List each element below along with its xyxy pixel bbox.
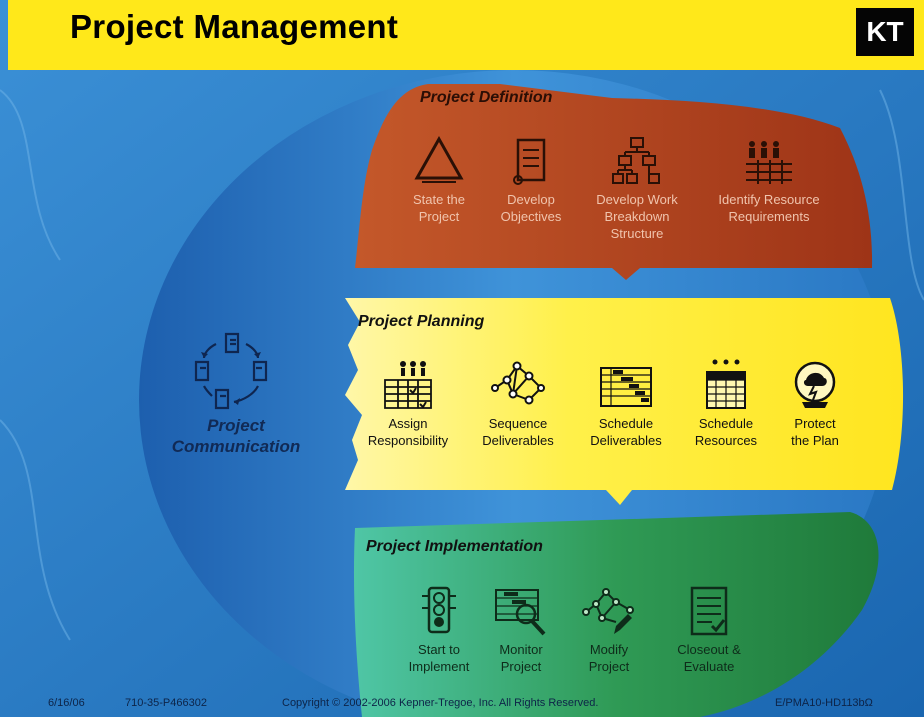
step-label: Modify Project bbox=[588, 642, 630, 674]
planning-title: Project Planning bbox=[358, 313, 485, 330]
step-label: Start to Implement bbox=[408, 642, 470, 674]
step-label: Protect the Plan bbox=[791, 416, 839, 448]
step-work-breakdown: Develop Work Breakdown Structure bbox=[578, 134, 696, 242]
footer-copyright: Copyright © 2002-2006 Kepner-Tregoe, Inc… bbox=[282, 697, 599, 709]
step-sequence-deliverables: Sequence Deliverables bbox=[463, 358, 573, 449]
step-schedule-resources: Schedule Resources bbox=[671, 358, 781, 449]
step-label: Assign Responsibility bbox=[367, 416, 449, 448]
checklist-icon bbox=[690, 586, 728, 636]
step-label: Monitor Project bbox=[499, 642, 543, 674]
footer-doc-id: E/PMA10-HD113bΩ bbox=[775, 697, 873, 709]
communication-cycle-icon bbox=[194, 332, 268, 410]
network-diagram-icon bbox=[491, 361, 545, 405]
step-start-implement: Start to Implement bbox=[384, 584, 494, 675]
triangle-icon bbox=[414, 135, 464, 183]
calendar-icon bbox=[706, 359, 746, 409]
step-label: Schedule Deliverables bbox=[590, 416, 662, 448]
page-title: Project Management bbox=[70, 8, 399, 45]
step-label: Identify Resource Requirements bbox=[718, 192, 820, 224]
step-assign-responsibility: Assign Responsibility bbox=[353, 358, 463, 449]
title-bar bbox=[8, 0, 924, 70]
step-label: State the Project bbox=[412, 192, 466, 224]
people-grid-icon bbox=[746, 141, 792, 184]
step-label: Develop Work Breakdown Structure bbox=[596, 192, 678, 241]
kt-logo: KT bbox=[856, 8, 914, 56]
step-label: Schedule Resources bbox=[694, 416, 758, 448]
step-modify-project: Modify Project bbox=[554, 584, 664, 675]
step-closeout-evaluate: Closeout & Evaluate bbox=[650, 584, 768, 675]
step-develop-objectives: Develop Objectives bbox=[476, 134, 586, 225]
crystal-ball-icon bbox=[794, 361, 836, 408]
step-label: Sequence Deliverables bbox=[482, 416, 554, 448]
implementation-title: Project Implementation bbox=[366, 538, 543, 555]
step-resource-requirements: Identify Resource Requirements bbox=[710, 134, 828, 225]
traffic-light-icon bbox=[422, 586, 456, 634]
footer-code: 710-35-P466302 bbox=[125, 697, 207, 709]
definition-title: Project Definition bbox=[420, 89, 553, 106]
planning-band bbox=[345, 298, 904, 505]
scroll-icon bbox=[513, 138, 546, 185]
step-protect-plan: Protect the Plan bbox=[760, 358, 870, 449]
footer-date: 6/16/06 bbox=[48, 697, 85, 709]
step-state-project: State the Project bbox=[384, 134, 494, 225]
step-schedule-deliverables: Schedule Deliverables bbox=[571, 358, 681, 449]
responsibility-matrix-icon bbox=[384, 361, 432, 409]
implementation-band bbox=[353, 512, 879, 717]
communication-label: Project Communication bbox=[171, 416, 301, 456]
network-pencil-icon bbox=[582, 588, 634, 634]
step-label: Develop Objectives bbox=[500, 192, 562, 224]
magnifier-chart-icon bbox=[495, 589, 546, 636]
org-chart-icon bbox=[612, 137, 660, 184]
step-label: Closeout & Evaluate bbox=[677, 642, 741, 674]
gantt-chart-icon bbox=[600, 367, 652, 407]
step-monitor-project: Monitor Project bbox=[466, 584, 576, 675]
